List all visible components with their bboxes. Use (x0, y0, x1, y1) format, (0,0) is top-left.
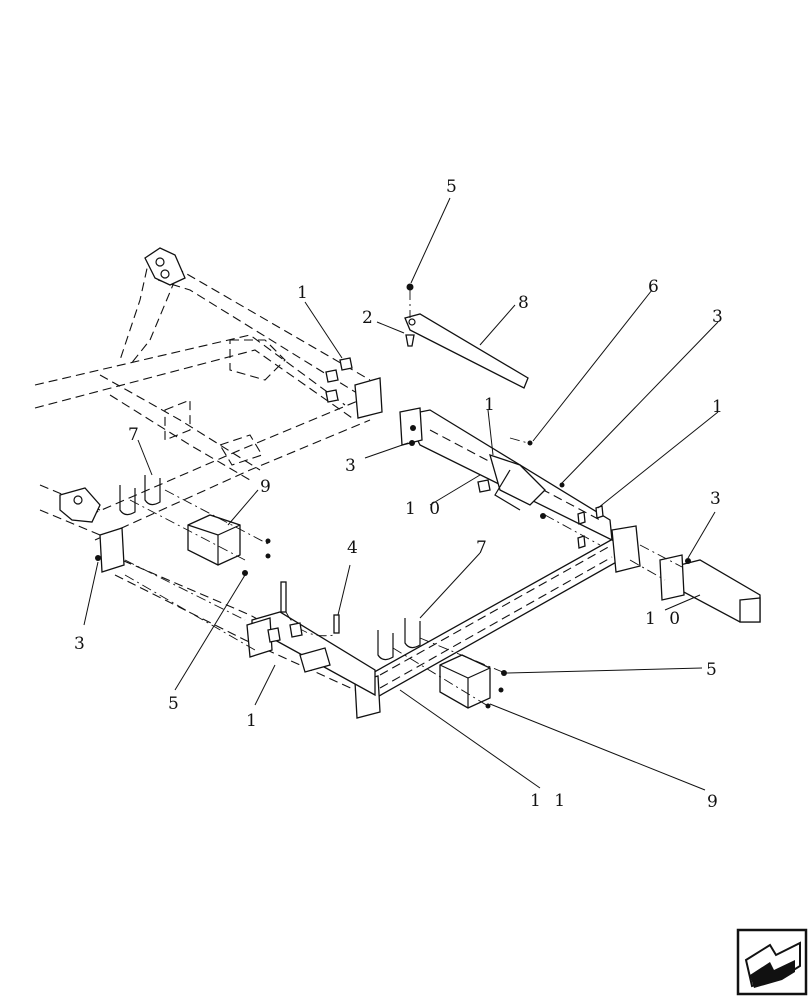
hardware-fasteners (95, 283, 691, 709)
callout-5: 5 (446, 177, 461, 197)
callout-11: 1 1 (530, 791, 569, 811)
u-bolt-7 (119, 475, 421, 661)
callout-1: 1 (484, 395, 499, 415)
callout-3: 3 (345, 456, 360, 476)
side-tube-10-lower (629, 544, 761, 623)
pin-4 (280, 581, 340, 637)
callout-1: 1 (246, 711, 261, 731)
callout-5: 5 (168, 694, 183, 714)
callout-3: 3 (74, 634, 89, 654)
side-tube-10-upper (399, 407, 613, 542)
callout-8: 8 (518, 293, 533, 313)
callout-2: 2 (362, 308, 377, 328)
callout-5: 5 (706, 660, 721, 680)
callout-9: 9 (707, 792, 722, 812)
callout-7: 7 (476, 538, 491, 558)
main-rail-11 (246, 525, 641, 719)
existing-frame-dashed (34, 254, 371, 691)
mount-plate-left (99, 377, 383, 573)
clamp-bracket-9 (187, 514, 491, 709)
hitch-clevis (59, 247, 186, 523)
strap-8 (404, 313, 529, 389)
callout-1: 1 (712, 397, 727, 417)
leader-lines (83, 197, 719, 791)
callout-6: 6 (648, 277, 663, 297)
callout-10: 1 0 (645, 609, 684, 629)
callout-9: 9 (260, 477, 275, 497)
callout-4: 4 (347, 538, 362, 558)
callout-3: 3 (710, 489, 725, 509)
callout-3: 3 (712, 307, 727, 327)
callout-10: 1 0 (405, 499, 444, 519)
callout-1: 1 (297, 283, 312, 303)
callout-7: 7 (128, 425, 143, 445)
callout-labels: 5 1 2 8 6 3 1 1 7 3 1 0 9 3 4 7 3 1 0 5 … (74, 177, 727, 812)
assembly-lines (124, 290, 601, 707)
next-page-arrow-icon[interactable] (736, 928, 808, 996)
